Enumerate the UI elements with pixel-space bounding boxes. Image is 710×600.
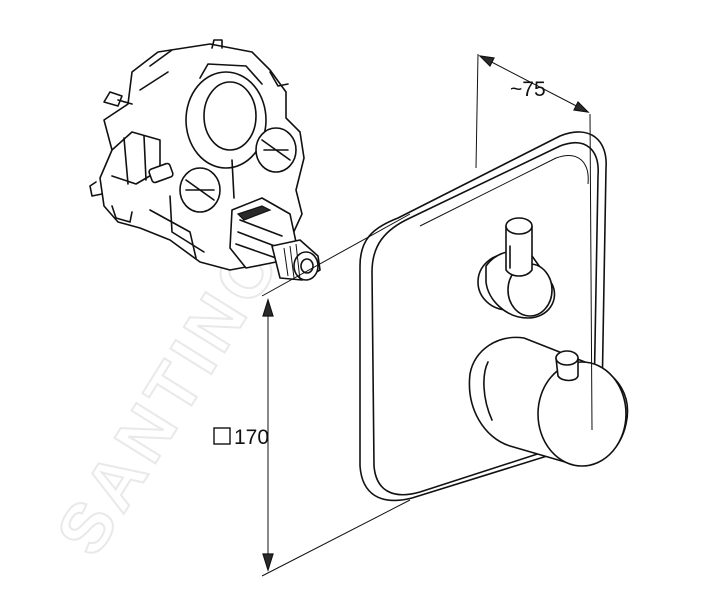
square-symbol-icon bbox=[213, 427, 231, 445]
watermark: SANTINO bbox=[41, 223, 298, 569]
size-dimension-label: 170 bbox=[234, 426, 269, 449]
size-dimension: 170 bbox=[213, 213, 411, 577]
depth-dimension-label: ~75 bbox=[510, 78, 546, 101]
thermostat-handle bbox=[468, 336, 629, 467]
watermark-text: SANTINO bbox=[42, 224, 297, 568]
valve-body-rough-in bbox=[89, 39, 321, 281]
diverter-handle bbox=[477, 217, 556, 319]
depth-dimension: ~75 bbox=[475, 53, 593, 431]
